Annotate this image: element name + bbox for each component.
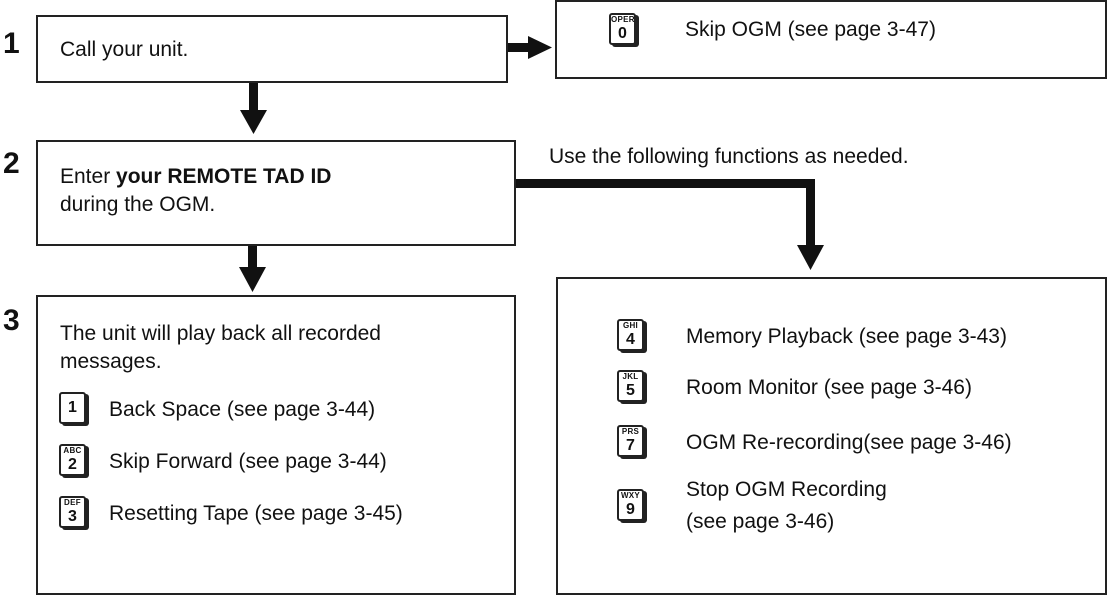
step-2-box: Enter your REMOTE TAD ID during the OGM.	[36, 140, 516, 246]
key-2[interactable]: ABC 2	[59, 444, 86, 476]
key-2-letters: ABC	[63, 446, 82, 455]
key-3[interactable]: DEF 3	[59, 496, 86, 528]
key-5-number: 5	[626, 382, 635, 399]
step-1-text: Call your unit.	[60, 38, 189, 61]
arrow-shaft-step3	[248, 243, 257, 271]
step-3-text-line1: The unit will play back all recorded	[60, 322, 381, 345]
step-number-1: 1	[3, 27, 20, 60]
key-0[interactable]: OPER 0	[609, 13, 636, 45]
key-1[interactable]: 1	[59, 392, 86, 424]
step-2-text-line1: Enter your REMOTE TAD ID	[60, 164, 331, 189]
key-7-number: 7	[626, 437, 635, 454]
step-3-box: The unit will play back all recorded mes…	[36, 295, 516, 595]
stop-ogm-recording-label: Stop OGM Recording	[686, 478, 887, 501]
arrow-shaft-functions-h	[514, 179, 815, 188]
key-2-number: 2	[68, 456, 77, 473]
skip-ogm-label: Skip OGM (see page 3-47)	[685, 18, 936, 41]
key-4[interactable]: GHI 4	[617, 319, 644, 351]
room-monitor-label: Room Monitor (see page 3-46)	[686, 376, 972, 399]
key-0-number: 0	[618, 25, 627, 42]
key-7[interactable]: PRS 7	[617, 425, 644, 457]
key-9[interactable]: WXY 9	[617, 489, 644, 521]
step-3-text-line2: messages.	[60, 350, 162, 373]
arrow-head-functions	[797, 245, 824, 270]
arrow-shaft-skip	[506, 43, 532, 52]
arrow-shaft-functions-v	[806, 179, 815, 249]
arrow-shaft-step2	[249, 82, 258, 114]
resetting-tape-label: Resetting Tape (see page 3-45)	[109, 502, 403, 525]
skip-ogm-box: OPER 0 Skip OGM (see page 3-47)	[555, 0, 1107, 79]
back-space-label: Back Space (see page 3-44)	[109, 398, 376, 421]
key-4-letters: GHI	[622, 321, 639, 330]
functions-box: GHI 4 Memory Playback (see page 3-43) JK…	[556, 277, 1107, 595]
key-5-letters: JKL	[622, 372, 639, 381]
key-4-number: 4	[626, 331, 635, 348]
step-2-text-pre: Enter	[60, 165, 117, 188]
key-0-letters: OPER	[611, 15, 635, 24]
key-3-number: 3	[68, 508, 77, 525]
flow-arrows	[239, 36, 824, 292]
use-functions-note: Use the following functions as needed.	[549, 145, 909, 168]
key-9-letters: WXY	[620, 491, 641, 500]
arrow-head-step2	[240, 110, 267, 134]
step-1-box: Call your unit.	[36, 15, 508, 83]
step-2-text-line2: during the OGM.	[60, 193, 216, 216]
step-number-3: 3	[3, 304, 20, 337]
key-5[interactable]: JKL 5	[617, 370, 644, 402]
remote-tad-id-label: your REMOTE TAD ID	[116, 165, 332, 188]
step-number-2: 2	[3, 147, 20, 180]
skip-forward-label: Skip Forward (see page 3-44)	[109, 450, 387, 473]
memory-playback-label: Memory Playback (see page 3-43)	[686, 325, 1007, 348]
key-3-letters: DEF	[64, 498, 81, 507]
stop-ogm-recording-page: (see page 3-46)	[686, 510, 835, 533]
key-9-number: 9	[626, 501, 635, 518]
key-7-letters: PRS	[621, 427, 640, 436]
key-1-number: 1	[68, 399, 77, 416]
arrow-head-skip	[528, 36, 552, 59]
ogm-re-recording-label: OGM Re-recording(see page 3-46)	[686, 431, 1012, 454]
arrow-head-step3	[239, 267, 266, 292]
